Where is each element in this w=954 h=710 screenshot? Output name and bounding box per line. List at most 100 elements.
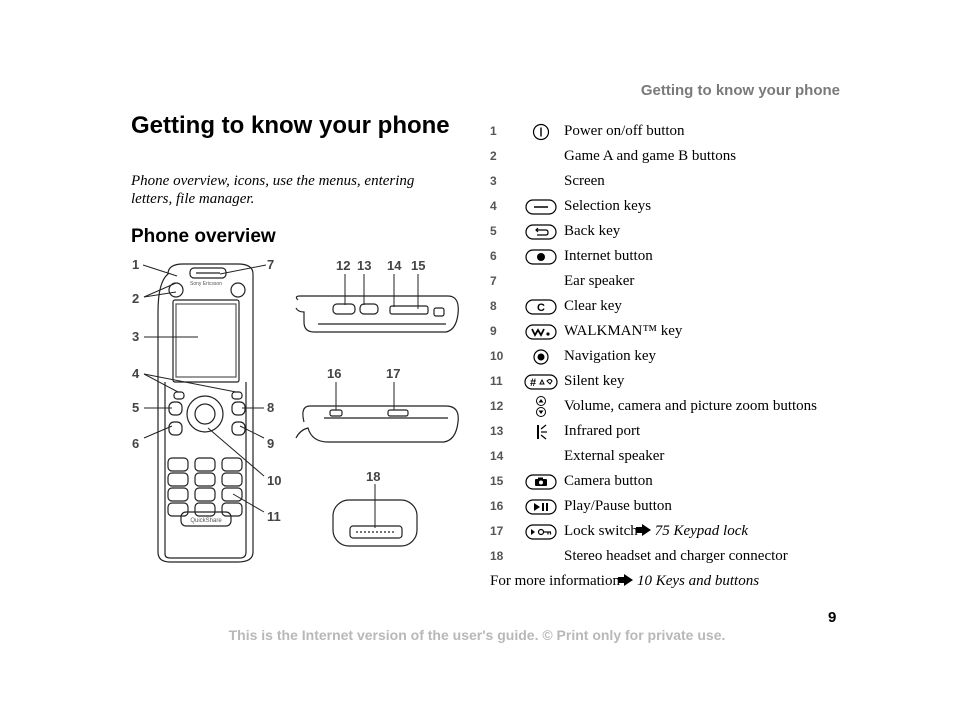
- key-number: 2: [490, 149, 497, 163]
- page-subtitle: Phone overview, icons, use the menus, en…: [131, 173, 415, 207]
- key-label: External speaker: [564, 448, 665, 464]
- clear-key-icon: C: [524, 297, 558, 317]
- key-label: Lock switch 75 Keypad lock: [564, 523, 748, 540]
- key-item-infrared-port: 13 Infrared port: [490, 421, 850, 446]
- key-label: Stereo headset and charger connector: [564, 548, 788, 564]
- key-label: Selection keys: [564, 198, 652, 214]
- callout-12: 12: [336, 258, 350, 273]
- running-header: Getting to know your phone: [640, 82, 840, 99]
- more-info-link[interactable]: 10 Keys and buttons: [636, 573, 760, 589]
- arrow-right-icon: [617, 574, 633, 586]
- key-item-internet-button: 6 Internet button: [490, 246, 850, 271]
- phone-side-top-illustration: [295, 295, 459, 333]
- key-number: 4: [490, 199, 497, 213]
- key-item-lock-switch: 17 Lock switch 75 Keypad lock: [490, 521, 850, 546]
- arrow-right-icon: [635, 524, 651, 536]
- key-label: Screen: [564, 173, 605, 189]
- key-number: 16: [490, 499, 504, 513]
- key-label: Play/Pause button: [564, 498, 672, 514]
- callout-18: 18: [366, 469, 380, 484]
- key-number: 5: [490, 224, 497, 238]
- key-item-camera-button: 15 Camera button: [490, 471, 850, 496]
- key-label: WALKMAN™ key: [564, 323, 683, 339]
- key-list: 1 Power on/off button 2 Game A and game …: [490, 121, 850, 571]
- callout-10: 10: [267, 473, 281, 488]
- callout-3: 3: [132, 329, 139, 344]
- infrared-port-icon: [524, 422, 558, 442]
- key-item-selection-keys: 4 Selection keys: [490, 196, 850, 221]
- camera-button-icon: [524, 472, 558, 492]
- key-label: Game A and game B buttons: [564, 148, 737, 164]
- key-number: 14: [490, 449, 504, 463]
- key-label: Silent key: [564, 373, 625, 389]
- key-label-text: Lock switch: [564, 523, 638, 539]
- page-title: Getting to know your phone: [131, 112, 450, 139]
- key-number: 9: [490, 324, 497, 338]
- callout-11: 11: [267, 509, 281, 524]
- key-label: Infrared port: [564, 423, 641, 439]
- key-item-screen: 3 Screen: [490, 171, 850, 196]
- walkman-key-icon: [524, 322, 558, 342]
- phone-side-bottom-illustration: [295, 405, 459, 443]
- callout-17: 17: [386, 366, 400, 381]
- key-number: 17: [490, 524, 504, 538]
- key-label: Back key: [564, 223, 621, 239]
- page-number: 9: [828, 609, 837, 626]
- selection-key-icon: [524, 197, 558, 217]
- key-item-silent-key: 11 # Silent key: [490, 371, 850, 396]
- key-number: 1: [490, 124, 497, 138]
- callout-6: 6: [132, 436, 139, 451]
- key-item-ear-speaker: 7 Ear speaker: [490, 271, 850, 296]
- key-item-clear-key: 8 C Clear key: [490, 296, 850, 321]
- phone-overview-figure: Sony Ericsson QuickShare: [132, 257, 459, 563]
- key-label: Clear key: [564, 298, 622, 314]
- clear-key-glyph: C: [537, 302, 545, 314]
- callout-13: 13: [357, 258, 371, 273]
- callout-15: 15: [411, 258, 425, 273]
- page-footer: This is the Internet version of the user…: [228, 627, 726, 643]
- key-item-back-key: 5 Back key: [490, 221, 850, 246]
- navigation-key-icon: [524, 347, 558, 367]
- key-item-navigation-key: 10 Navigation key: [490, 346, 850, 371]
- callout-1: 1: [132, 257, 139, 272]
- key-number: 18: [490, 549, 504, 563]
- brand-text: Sony Ericsson: [190, 281, 222, 287]
- callout-9: 9: [267, 436, 274, 451]
- key-item-headset-connector: 18 Stereo headset and charger connector: [490, 546, 850, 571]
- callout-8: 8: [267, 400, 274, 415]
- key-number: 12: [490, 399, 504, 413]
- key-label: Ear speaker: [564, 273, 635, 289]
- volume-buttons-icon: [524, 396, 558, 417]
- play-pause-icon: [524, 497, 558, 517]
- key-item-volume-buttons: 12 Volume, camera and picture zoom butto…: [490, 396, 850, 421]
- key-item-game-buttons: 2 Game A and game B buttons: [490, 146, 850, 171]
- callout-4: 4: [132, 366, 140, 381]
- more-info-line: For more information 10 Keys and buttons: [490, 573, 759, 590]
- key-number: 8: [490, 299, 497, 313]
- callout-16: 16: [327, 366, 341, 381]
- key-number: 15: [490, 474, 504, 488]
- callout-5: 5: [132, 400, 139, 415]
- section-title: Phone overview: [131, 226, 276, 247]
- key-item-power: 1 Power on/off button: [490, 121, 850, 146]
- key-number: 13: [490, 424, 504, 438]
- key-label: Navigation key: [564, 348, 657, 364]
- key-number: 3: [490, 174, 497, 188]
- lock-switch-icon: [524, 522, 558, 542]
- callout-2: 2: [132, 291, 139, 306]
- callout-lines: [142, 264, 419, 528]
- key-label: Volume, camera and picture zoom buttons: [564, 398, 817, 414]
- key-item-walkman-key: 9 WALKMAN™ key: [490, 321, 850, 346]
- silent-key-icon: #: [524, 372, 558, 392]
- callout-7: 7: [267, 257, 274, 272]
- key-number: 11: [490, 374, 503, 388]
- cross-reference-link[interactable]: 75 Keypad lock: [654, 523, 749, 539]
- more-info-text: For more information: [490, 573, 620, 589]
- key-number: 6: [490, 249, 497, 263]
- key-number: 10: [490, 349, 504, 363]
- key-label: Power on/off button: [564, 123, 685, 139]
- internet-key-icon: [524, 247, 558, 267]
- power-icon: [524, 122, 558, 142]
- key-item-play-pause: 16 Play/Pause button: [490, 496, 850, 521]
- quickshare-text: QuickShare: [190, 518, 222, 524]
